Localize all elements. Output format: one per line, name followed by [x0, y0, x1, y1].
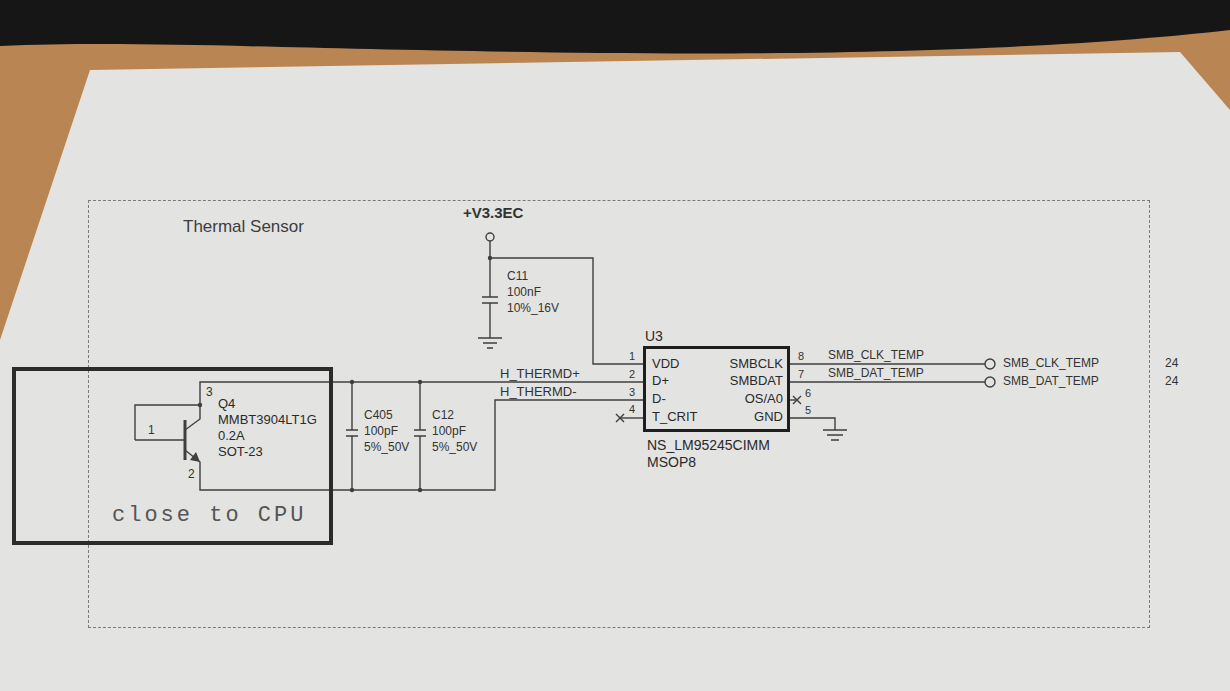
- pin-name: T_CRIT: [652, 410, 698, 425]
- part-value: 100pF: [432, 425, 466, 439]
- part-rating: 10%_16V: [507, 302, 559, 316]
- page-reference: 24: [1165, 357, 1178, 371]
- pin-name: GND: [754, 410, 783, 425]
- part-value: 100pF: [364, 425, 398, 439]
- offpage-port: [985, 359, 995, 369]
- no-connect-mark: [616, 414, 624, 422]
- pin-number: 5: [805, 404, 811, 417]
- net-name: H_THERMD+: [500, 367, 580, 381]
- ic-symbol: U3VDDD+D-T_CRITSMBCLKSMBDATOS/A0GNDNS_LM…: [643, 346, 790, 432]
- capacitor-symbol: [414, 382, 426, 490]
- pin-name: D-: [652, 392, 666, 407]
- pin-number: 3: [629, 386, 635, 399]
- signal-name: SMB_CLK_TEMP: [828, 349, 924, 363]
- signal-wire: [333, 400, 643, 490]
- pin-name: OS/A0: [745, 392, 783, 407]
- emitter-arrow: [190, 452, 200, 462]
- pin-name: SMBDAT: [730, 374, 783, 389]
- ground-symbol: [478, 338, 502, 348]
- ground-wire: [790, 418, 835, 430]
- part-reference: Q4: [218, 397, 235, 412]
- part-value: 100nF: [507, 286, 541, 300]
- pin-number: 4: [629, 403, 635, 416]
- capacitor-symbol: [346, 382, 358, 490]
- part-reference: C405: [364, 409, 393, 423]
- dark-bag: [0, 0, 1230, 53]
- part-number: NS_LM95245CIMM: [647, 437, 770, 453]
- transistor-leads: [135, 382, 333, 490]
- placement-box: Q4MMBT3904LT1G0.2ASOT-23 close to CPU: [12, 367, 333, 545]
- part-reference: U3: [645, 328, 663, 344]
- pin-name: SMBCLK: [730, 357, 783, 372]
- pin-number: 6: [805, 387, 811, 400]
- section-title: Thermal Sensor: [183, 217, 304, 237]
- junction-dot: [198, 403, 202, 407]
- pin-number: 3: [206, 386, 213, 400]
- offpage-port: [985, 377, 995, 387]
- sheet-frame: Q4MMBT3904LT1G0.2ASOT-23 close to CPU U3VD…: [88, 200, 1150, 628]
- ground-symbol: [823, 430, 847, 440]
- net-name: H_THERMD-: [500, 385, 577, 399]
- pin-stub: [620, 417, 643, 418]
- package-name: MSOP8: [647, 454, 696, 470]
- part-reference: C11: [507, 270, 528, 284]
- part-rating: 5%_50V: [432, 441, 477, 455]
- pin-number: 2: [188, 468, 195, 482]
- signal-wire: [333, 381, 643, 382]
- paper-sheet: [0, 52, 1230, 691]
- signal-name: SMB_DAT_TEMP: [828, 367, 924, 381]
- power-wire: [490, 258, 643, 364]
- bus-wire: [790, 364, 985, 382]
- part-rating: 0.2A: [218, 429, 245, 444]
- placement-note: close to CPU: [112, 503, 306, 528]
- pin-number: 8: [798, 350, 804, 363]
- port-name: SMB_DAT_TEMP: [1003, 375, 1099, 389]
- transistor-base-bar: [184, 420, 187, 460]
- pin-name: D+: [652, 374, 669, 389]
- pin-number: 1: [629, 350, 635, 363]
- port-name: SMB_CLK_TEMP: [1003, 357, 1099, 371]
- junction-dot: [488, 256, 492, 260]
- pin-name: VDD: [652, 357, 679, 372]
- no-connect-mark: [793, 396, 801, 404]
- pin-number: 1: [148, 424, 155, 438]
- part-reference: C12: [432, 409, 454, 423]
- capacitor-symbol: [482, 241, 498, 338]
- power-net-name: +V3.3EC: [463, 204, 523, 221]
- page-reference: 24: [1165, 375, 1178, 389]
- part-rating: 5%_50V: [364, 441, 409, 455]
- part-number: MMBT3904LT1G: [218, 413, 317, 428]
- pin-number: 2: [629, 368, 635, 381]
- pin-number: 7: [798, 368, 804, 381]
- package-name: SOT-23: [218, 445, 263, 460]
- power-port: [486, 233, 494, 241]
